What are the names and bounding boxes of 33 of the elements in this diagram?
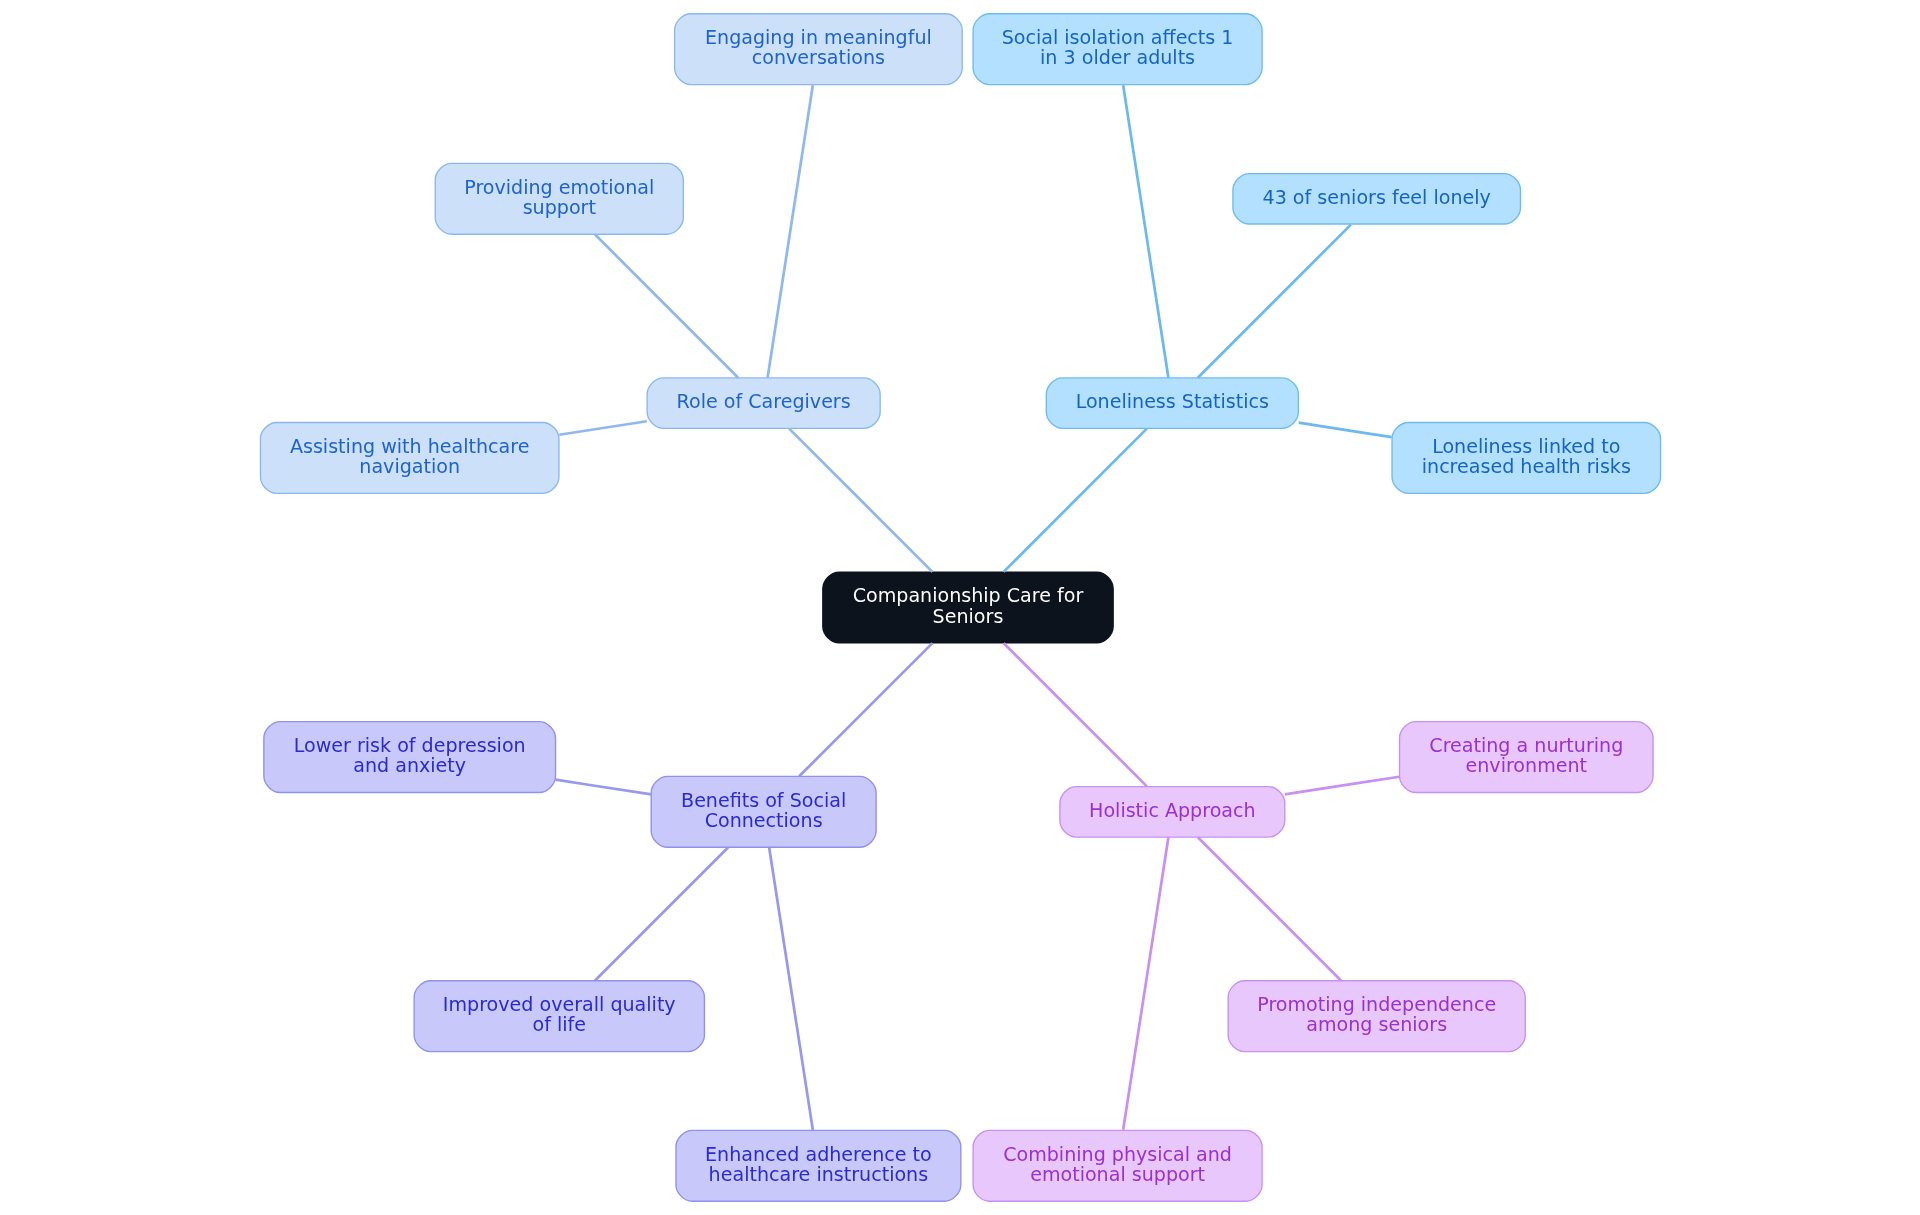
node-box: Benefits of Social Connections [650,775,877,848]
node-box: Role of Caregivers [645,377,881,430]
node-box: Companionship Care for Seniors [821,571,1114,644]
connector [1196,836,1342,982]
connector [765,84,814,378]
connector [797,642,933,778]
connector [767,847,814,1131]
node-box: Engaging in meaningful conversations [673,13,963,86]
node-box: 43 of seniors feel lonely [1231,172,1521,225]
node-box: Social isolation affects 1 in 3 older adults [971,13,1263,86]
node-box: Combining physical and emotional support [971,1129,1263,1202]
node-box: Creating a nurturing environment [1398,721,1654,794]
connector [558,419,647,437]
node-box: Holistic Approach [1058,785,1285,838]
node-box: Loneliness linked to increased health risks [1390,421,1661,495]
connector [1297,421,1392,439]
connector [554,778,651,796]
node-box: Assisting with healthcare navigation [259,421,560,495]
connector [1121,84,1170,378]
node-box: Enhanced adherence to healthcare instructions [674,1129,961,1202]
connector [1002,642,1148,788]
node-box: Promoting independence among seniors [1226,980,1526,1053]
node-box: Lower risk of depression and anxiety [262,721,556,794]
connector [1002,427,1148,573]
connector [1196,223,1352,379]
connector [787,427,933,573]
connector [593,233,739,379]
connector [593,846,729,982]
connector [1121,837,1170,1131]
node-box: Improved overall quality of life [412,980,705,1053]
connector [1284,775,1400,796]
node-box: Loneliness Statistics [1045,377,1299,430]
node-box: Providing emotional support [434,162,684,235]
